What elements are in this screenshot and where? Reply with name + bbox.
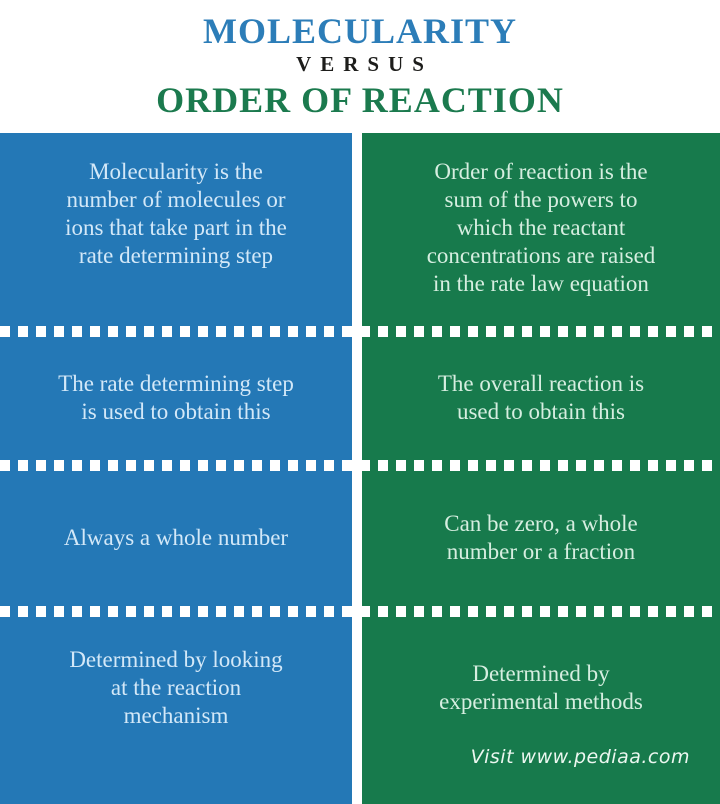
molecularity-obtained-from-cell: The rate determining step is used to obt… [58,371,294,424]
molecularity-value-type-cell: Always a whole number [63,525,289,550]
title-order-of-reaction: ORDER OF REACTION [156,80,564,120]
order-of-reaction-column: Order of reaction is the sum of the powe… [362,133,720,804]
molecularity-determination-cell: Determined by looking at the reaction me… [69,646,283,728]
molecularity-definition-cell: Molecularity is the number of molecules … [65,159,287,268]
comparison-table: Molecularity is the number of molecules … [0,133,720,804]
order-obtained-from-cell: The overall reaction is used to obtain t… [437,371,645,424]
order-value-type-cell: Can be zero, a whole number or a fractio… [444,511,638,564]
site-credit: Visit www.pediaa.com [470,746,690,768]
order-definition-cell: Order of reaction is the sum of the powe… [426,159,656,296]
title-molecularity: MOLECULARITY [202,11,518,51]
header: MOLECULARITY VERSUS ORDER OF REACTION [0,0,720,133]
molecularity-column: Molecularity is the number of molecules … [0,133,352,804]
order-determination-cell: Determined by experimental methods [439,660,643,714]
versus-label: VERSUS [296,52,433,76]
